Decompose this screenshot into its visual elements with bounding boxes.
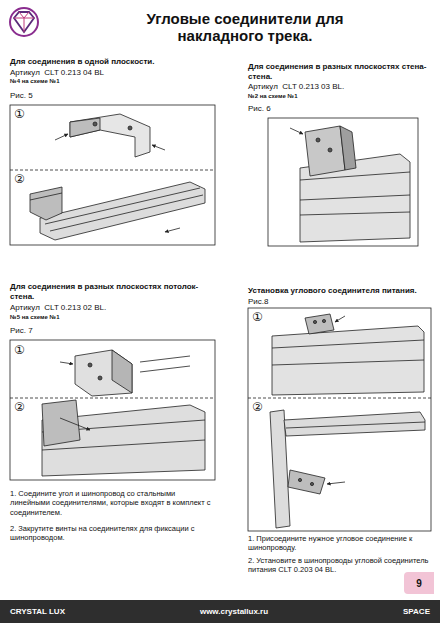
article-number: Артикул CLT 0.213 04 BL <box>10 68 210 78</box>
section-heading: Для соединения в разных плоскостях стена… <box>248 62 428 81</box>
figure-5 <box>10 105 215 245</box>
figure-6 <box>268 118 418 246</box>
instruction-note: 1. Присоедините нужное угловое соединени… <box>248 534 433 553</box>
scheme-reference: №5 на схеме №1 <box>10 314 210 321</box>
instruction-note: 2. Закрутите винты на соединителях для ф… <box>10 524 215 543</box>
footer-band: CRYSTAL LUX www.crystallux.ru SPACE <box>0 600 440 623</box>
figure-7 <box>10 340 215 480</box>
figure-caption: Рис. 7 <box>10 326 110 336</box>
website: www.crystallux.ru <box>200 607 268 616</box>
instruction-note: 1. Соедините угол и шинопровод со стальн… <box>10 489 215 517</box>
section-heading: Установка углового соединителя питания. <box>248 286 433 296</box>
article-number: Артикул CLT 0.213 03 BL. <box>248 82 428 92</box>
step-number: ② <box>252 401 268 413</box>
step-number: ① <box>14 108 30 120</box>
brand-name: CRYSTAL LUX <box>10 607 65 616</box>
step-number: ① <box>14 344 30 356</box>
figure-caption: Рис. 5 <box>10 91 110 101</box>
scheme-reference: №2 на схеме №1 <box>248 93 428 100</box>
step-number: ② <box>14 173 30 185</box>
page-number: 9 <box>416 578 422 589</box>
page-number-tab: 9 <box>404 572 434 594</box>
figure-caption: Рис. 6 <box>248 104 348 114</box>
figure-caption: Рис.8 <box>248 297 348 307</box>
section-heading: Для соединения в одной плоскости. <box>10 57 210 67</box>
scheme-reference: №4 на схеме №1 <box>10 78 210 85</box>
step-number: ② <box>14 401 30 413</box>
series-name: SPACE <box>403 607 430 616</box>
step-number: ① <box>252 311 268 323</box>
section-heading: Для соединения в разных плоскостях потол… <box>10 282 200 301</box>
brand-logo <box>10 8 38 36</box>
article-number: Артикул CLT 0.213 02 BL. <box>10 303 210 313</box>
page-title: Угловые соединители для накладного трека… <box>140 10 350 45</box>
figure-8 <box>248 308 431 531</box>
